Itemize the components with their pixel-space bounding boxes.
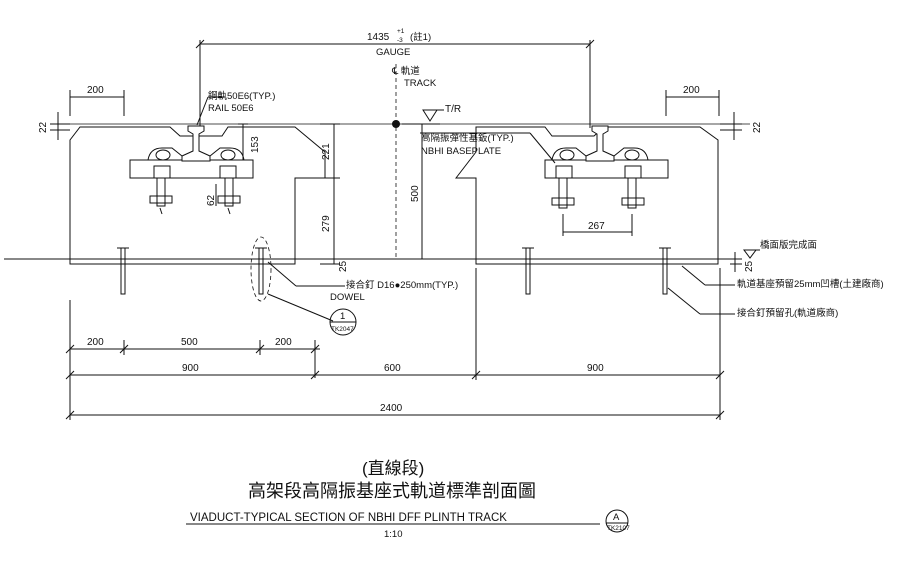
dim-25-right-text: 25 [744,260,755,272]
gauge-tol-bottom: -3 [397,37,403,44]
dim-500-text: 500 [410,185,421,202]
track-cl-en: TRACK [404,78,437,89]
bottom-dims-row3: 2400 [70,403,720,416]
title-tag-sheet: TK2107 [607,525,630,532]
left-rail-assembly [147,125,245,215]
dim-221-279: 221 279 [320,123,340,265]
dowel-callout: 接合釘 D16●250mm(TYP.) DOWEL 1 TK2047 [267,261,458,336]
gauge-note: (註1) [410,31,431,43]
gauge-label: GAUGE [376,47,410,58]
dowel-label-en: DOWEL [330,292,365,303]
rail-label-en: RAIL 50E6 [208,103,254,114]
dim-25-left: 25 [334,258,349,272]
dim-bottom-600: 600 [384,363,401,374]
dim-221-text: 221 [321,143,332,160]
deck-finish-marker: 橋面版完成面 [743,239,817,259]
title-paren: (直線段) [362,459,424,478]
dim-279-text: 279 [321,215,332,232]
dim-top-right-200: 200 [665,85,720,116]
left-baseplate [129,159,254,179]
baseplate-callout: 高隔振彈性基鈑(TYP.) NBHI BASEPLATE [420,132,556,164]
gauge-tol-top: +1 [397,28,405,35]
groove-note: 軌道基座預留25mm凹槽(土建廠商) [737,278,884,290]
top-of-rail-marker: T/R [422,104,461,122]
dim-bottom-900-left: 900 [182,363,199,374]
dowels [117,236,671,302]
dim-right-22-text: 22 [752,121,763,133]
bottom-dims-row2: 900 600 900 [70,268,721,420]
hole-note: 接合釘預留孔(軌道廠商) [737,307,838,319]
right-rail-assembly [551,125,649,209]
dim-62-text: 62 [206,194,217,206]
dim-267: 267 [562,214,633,236]
dim-right-22: 22 [720,112,763,140]
dim-bottom-200a: 200 [87,337,104,348]
title-scale: 1:10 [384,529,403,540]
detail-ref-sheet: TK2047 [331,326,354,333]
title-tag-circle [605,509,629,533]
title-zh: 高架段高隔振基座式軌道標準剖面圖 [248,481,536,501]
dim-500: 500 [410,124,423,259]
groove-callout: 軌道基座預留25mm凹槽(土建廠商) [681,265,884,290]
title-en: VIADUCT-TYPICAL SECTION OF NBHI DFF PLIN… [190,512,507,524]
dim-25-left-text: 25 [338,260,349,272]
dim-bottom-900-right: 900 [587,363,604,374]
hole-callout: 接合釘預留孔(軌道廠商) [667,287,838,319]
dim-bottom-200b: 200 [275,337,292,348]
baseplate-label-en: NBHI BASEPLATE [421,146,501,157]
bottom-dims-row1: 200 500 200 [69,300,320,420]
dim-267-text: 267 [588,221,605,232]
gauge-dimension: 1435 +1 -3 (註1) GAUGE [195,28,595,128]
detail-ref-num: 1 [340,311,345,322]
dim-25-right: 25 [730,252,755,272]
title-tag: A [613,512,620,523]
dim-top-right-200-text: 200 [683,85,700,96]
dim-top-left-200-text: 200 [87,85,104,96]
rail-label-zh: 鋼軌50E6(TYP.) [208,90,275,102]
dim-153: 153 [238,123,261,161]
dim-153-text: 153 [250,136,261,153]
track-centerline: ℄ 軌道 TRACK [391,64,440,258]
dim-bottom-2400: 2400 [380,403,403,414]
deck-finish-label: 橋面版完成面 [760,239,817,251]
right-rail [585,125,615,162]
dim-left-22: 22 [38,112,70,140]
dim-62: 62 [206,184,217,206]
baseplate-label-zh: 高隔振彈性基鈑(TYP.) [421,132,514,144]
rail-callout: 鋼軌50E6(TYP.) RAIL 50E6 [196,90,275,126]
dim-left-22-text: 22 [38,121,49,133]
dim-top-left-200: 200 [69,85,125,116]
gauge-value: 1435 [367,32,390,43]
dowel-label-zh: 接合釘 D16●250mm(TYP.) [346,279,458,291]
track-cl-zh: ℄ 軌道 [391,65,420,77]
tr-label: T/R [445,104,461,115]
dim-ticks [65,344,725,420]
left-rail [181,125,211,162]
dim-bottom-500: 500 [181,337,198,348]
left-plinth [69,126,326,265]
title-block: (直線段) 高架段高隔振基座式軌道標準剖面圖 VIADUCT-TYPICAL S… [186,459,630,540]
